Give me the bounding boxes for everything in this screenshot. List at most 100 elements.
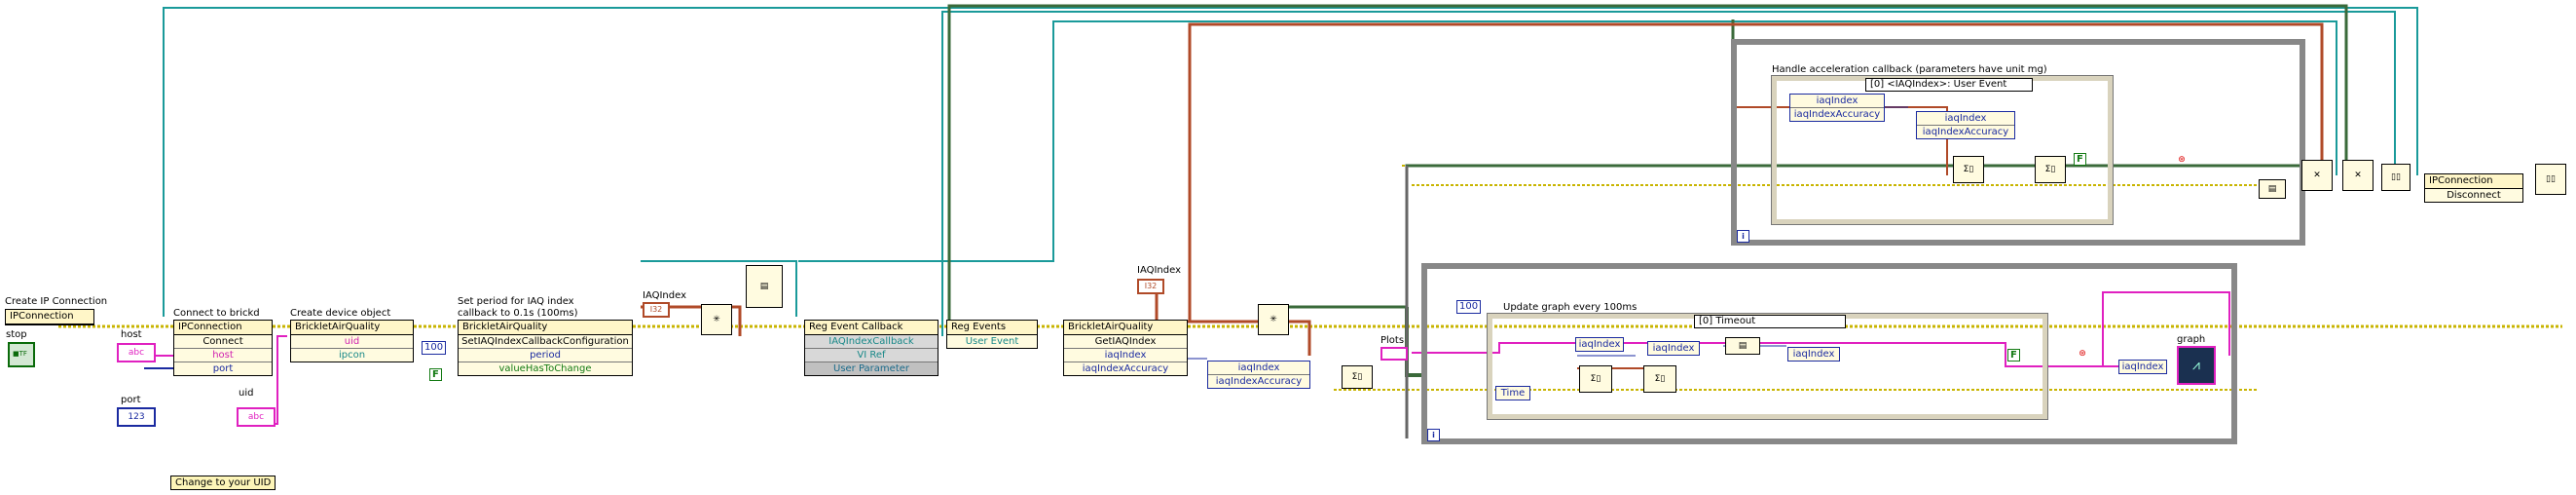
event-false-constant[interactable]: F	[2074, 153, 2086, 166]
set-period-label-2: callback to 0.1s (100ms)	[458, 308, 578, 319]
ipcon-ref-wire-top	[163, 7, 2418, 317]
stop-button-terminal[interactable]: ■TF	[8, 342, 35, 367]
connect-method: Connect	[174, 335, 272, 349]
reg-event-callback-node[interactable]: Reg Event Callback IAQIndexCallback VI R…	[804, 320, 938, 376]
green-wire-1	[947, 4, 2348, 326]
reg-events-title: Reg Events	[947, 321, 1037, 335]
reg-callback-row-1: IAQIndexCallback	[805, 335, 938, 349]
stop-icon: ■TF	[13, 350, 27, 358]
close-ref-node-1[interactable]: ▯▯	[2381, 164, 2410, 191]
graph-iaq-label: iaqIndex	[2121, 362, 2164, 372]
graph-loop-iteration: i	[1427, 429, 1440, 441]
timeout-array-node[interactable]: ▤	[1725, 337, 1760, 355]
ipcon-disconnect-node[interactable]: IPConnection Disconnect	[2424, 173, 2523, 203]
event-data-node: iaqIndex iaqIndexAccuracy	[1789, 94, 1885, 122]
event-stop-icon: ⊛	[2178, 155, 2186, 165]
reg-events-node[interactable]: Reg Events User Event	[946, 320, 1038, 349]
event-data-index: iaqIndex	[1790, 95, 1884, 108]
set-period-label: Set period for IAQ index	[458, 296, 574, 307]
ipcon-connect-title: IPConnection	[174, 321, 272, 335]
get-iaq-node[interactable]: BrickletAirQuality GetIAQIndex iaqIndex …	[1063, 320, 1188, 376]
event-while-loop[interactable]	[1731, 39, 2305, 246]
bundle-iaq-node[interactable]: iaqIndex iaqIndexAccuracy	[1207, 361, 1310, 389]
timeout-build-array-1[interactable]: Σ▯	[1579, 365, 1612, 393]
timeout-iaq-b: iaqIndex	[1647, 341, 1700, 356]
create-user-event-node[interactable]: ✳	[701, 304, 732, 335]
iaq-index-terminal-a[interactable]: I32	[643, 302, 670, 318]
green-wire-3	[1405, 307, 1421, 377]
reg-callback-title: Reg Event Callback	[805, 321, 938, 335]
timeout-iaq-c: iaqIndex	[1787, 347, 1840, 362]
teal-wire-1	[641, 260, 797, 317]
build-array-node[interactable]: Σ▯	[1342, 365, 1373, 389]
destroy-event-node[interactable]: ✕	[2301, 160, 2333, 191]
ipcon-create-node[interactable]: IPConnection	[5, 309, 94, 325]
event-bundle-node: iaqIndex iaqIndexAccuracy	[1916, 111, 2015, 139]
create-ip-label: Create IP Connection	[5, 296, 108, 307]
iaq-index-label-a: IAQIndex	[643, 290, 687, 301]
unregister-events-node[interactable]: ✕	[2342, 160, 2374, 191]
timeout-false-constant[interactable]: F	[2007, 349, 2020, 362]
device-param-ipcon: ipcon	[338, 350, 366, 361]
create-device-label: Create device object	[290, 308, 391, 319]
timeout-iaq-a: iaqIndex	[1575, 337, 1624, 352]
time-node: Time	[1495, 386, 1530, 400]
device-create-node[interactable]: BrickletAirQuality uid ipcon	[290, 320, 414, 362]
event-bundle-accuracy: iaqIndexAccuracy	[1922, 127, 2009, 137]
teal-wire-2	[798, 20, 2337, 262]
ipcon-connect-node[interactable]: IPConnection Connect host port	[173, 320, 273, 376]
bundle-iaq-index: iaqIndex	[1208, 362, 1309, 375]
event-data-accuracy: iaqIndexAccuracy	[1793, 109, 1881, 120]
timeout-iaq-a-label: iaqIndex	[1578, 339, 1621, 350]
connect-brickd-label: Connect to brickd	[173, 308, 260, 319]
host-terminal[interactable]: abc	[117, 343, 156, 362]
timeout-stop-icon: ⊛	[2079, 349, 2086, 359]
timeout-build-array-2[interactable]: Σ▯	[1643, 365, 1676, 393]
close-ref-node-2[interactable]: ▯▯	[2535, 164, 2566, 195]
set-config-title: BrickletAirQuality	[459, 321, 632, 335]
brown-wire-1	[641, 305, 742, 336]
set-config-param-period: period	[459, 349, 632, 362]
brown-wire-3	[1155, 285, 1311, 356]
event-case-selector[interactable]: [0] <IAQIndex>: User Event	[1865, 78, 2033, 92]
iaq-index-terminal-b[interactable]: I32	[1137, 279, 1164, 294]
value-change-false-constant[interactable]: F	[429, 368, 442, 381]
event-loop-iteration: i	[1737, 230, 1749, 243]
uid-terminal[interactable]: abc	[237, 407, 276, 427]
graph-while-loop[interactable]	[1421, 263, 2237, 444]
update-graph-label: Update graph every 100ms	[1503, 302, 1638, 313]
get-iaq-title: BrickletAirQuality	[1064, 321, 1187, 335]
plots-terminal[interactable]	[1380, 347, 1408, 361]
callback-vi-ref-node[interactable]: ▤	[746, 265, 783, 308]
bundle-iaq-accuracy: iaqIndexAccuracy	[1215, 376, 1303, 387]
plots-label: Plots	[1380, 335, 1405, 346]
set-config-node[interactable]: BrickletAirQuality SetIAQIndexCallbackCo…	[458, 320, 633, 376]
connect-param-host: host	[174, 349, 272, 362]
time-node-label: Time	[1500, 388, 1526, 399]
event-build-array-1[interactable]: Σ▯	[1953, 156, 1984, 183]
set-config-param-change: valueHasToChange	[498, 363, 592, 374]
graph-terminal[interactable]: ⩘	[2177, 346, 2216, 385]
event-build-array-2[interactable]: Σ▯	[2035, 156, 2066, 183]
device-create-title: BrickletAirQuality	[291, 321, 413, 335]
timeout-constant-100[interactable]: 100	[1456, 300, 1482, 314]
device-param-uid: uid	[291, 335, 413, 349]
timeout-case-selector[interactable]: [0] Timeout	[1694, 315, 1846, 328]
get-iaq-out-index: iaqIndex	[1064, 349, 1187, 362]
period-constant-100[interactable]: 100	[422, 341, 447, 355]
create-user-event-node-2[interactable]: ✳	[1258, 304, 1289, 335]
port-terminal[interactable]: 123	[117, 407, 156, 427]
set-config-method: SetIAQIndexCallbackConfiguration	[459, 335, 632, 349]
teal-wire-3	[941, 11, 2396, 336]
timeout-iaq-b-label: iaqIndex	[1652, 343, 1695, 354]
stop-label: stop	[6, 329, 27, 340]
brown-wire-2	[1188, 22, 2324, 322]
event-bundle-index: iaqIndex	[1917, 112, 2014, 126]
unbundle-node-right[interactable]: ▤	[2259, 179, 2286, 199]
iaq-index-label-b: IAQIndex	[1137, 265, 1182, 276]
disconnect-method: Disconnect	[2447, 190, 2501, 201]
handle-accel-label: Handle acceleration callback (parameters…	[1772, 64, 2047, 75]
timeout-event-structure[interactable]	[1487, 313, 2048, 420]
reg-events-row-1: User Event	[965, 336, 1019, 347]
